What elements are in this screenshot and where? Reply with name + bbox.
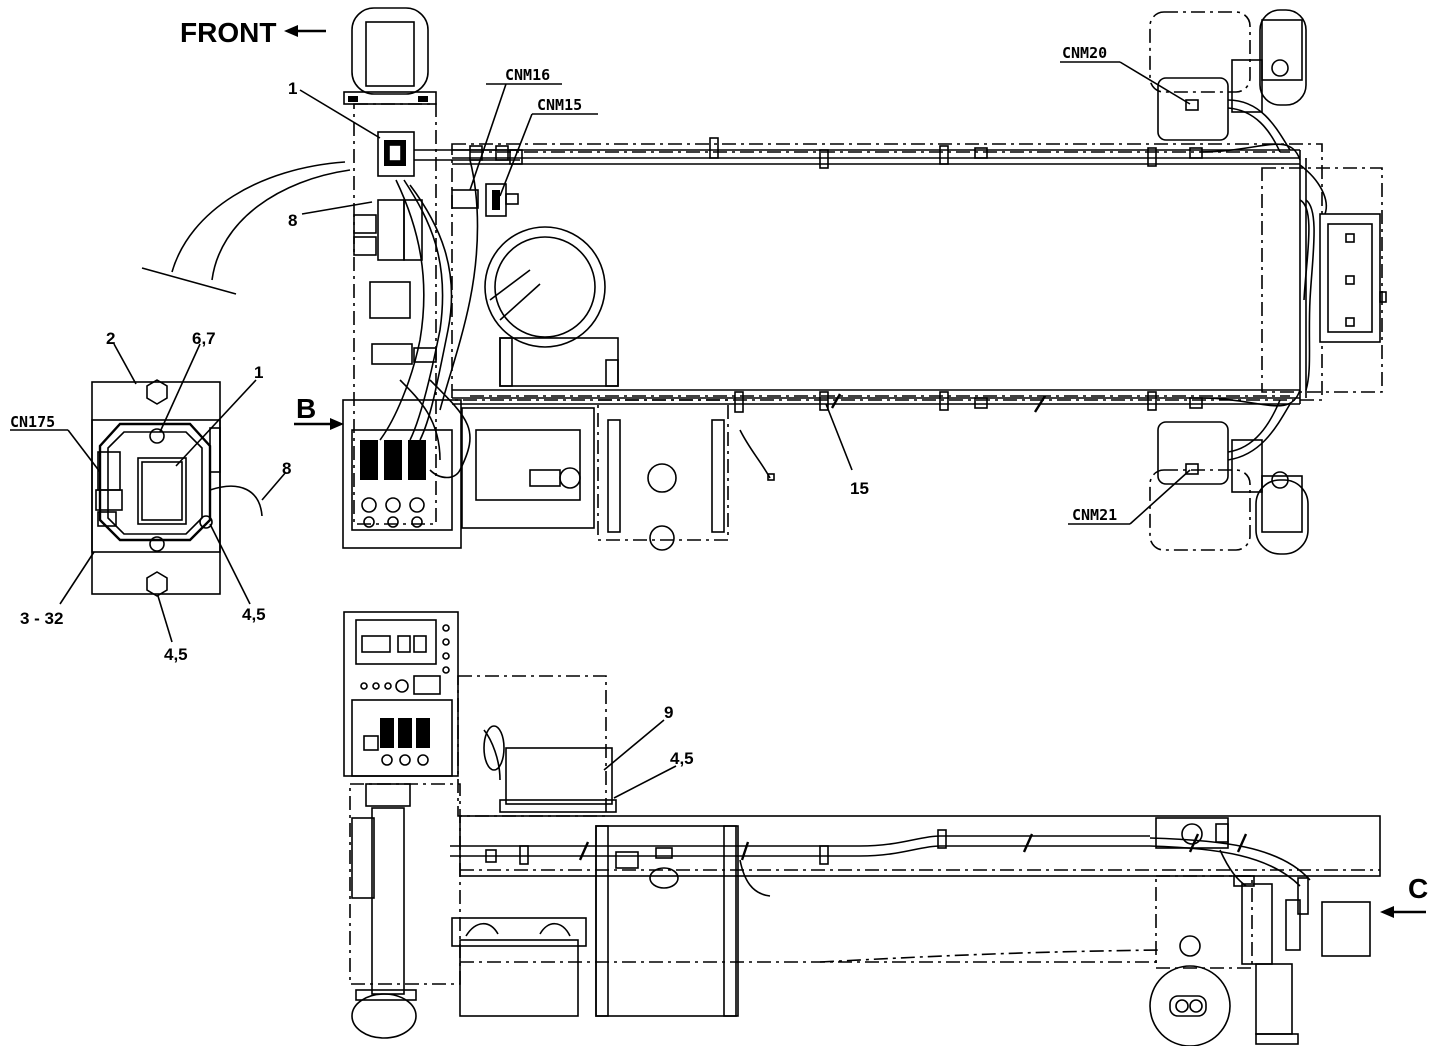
callout-9: 9: [664, 703, 673, 722]
top-view-chassis: [451, 137, 1387, 413]
view-b-label: B: [296, 393, 316, 424]
connector-cn175-label: CN175: [10, 413, 55, 431]
top-view-front-section: [342, 7, 775, 551]
callout-1-top: 1: [288, 79, 297, 98]
detail-view-connector: [10, 343, 287, 643]
callout-2: 2: [106, 329, 115, 348]
callout-1-detail: 1: [254, 363, 263, 382]
callout-8-top: 8: [288, 211, 297, 230]
callout-4-5-side: 4,5: [670, 749, 694, 768]
connector-cnm20-label: CNM20: [1062, 44, 1107, 62]
top-view-leaders: [299, 61, 1191, 525]
view-c-arrow: [1380, 906, 1426, 918]
callout-4-5-detail-b: 4,5: [164, 645, 188, 664]
front-arrow: [284, 25, 326, 37]
callout-8-detail: 8: [282, 459, 291, 478]
connector-cnm21-label: CNM21: [1072, 506, 1117, 524]
view-c-label: C: [1408, 873, 1428, 904]
front-label: FRONT: [180, 17, 276, 48]
top-view-rear-wheels: [1149, 9, 1309, 555]
view-b-arrow: [294, 418, 344, 430]
callout-4-5-detail-a: 4,5: [242, 605, 266, 624]
connector-cnm15-label: CNM15: [537, 96, 582, 114]
callout-3-32: 3 - 32: [20, 609, 63, 628]
callout-15: 15: [850, 479, 869, 498]
side-view-chassis: [343, 611, 1381, 1046]
detail-arc-callout: [141, 161, 351, 295]
connector-cnm16-label: CNM16: [505, 66, 550, 84]
callout-6-7: 6,7: [192, 329, 216, 348]
